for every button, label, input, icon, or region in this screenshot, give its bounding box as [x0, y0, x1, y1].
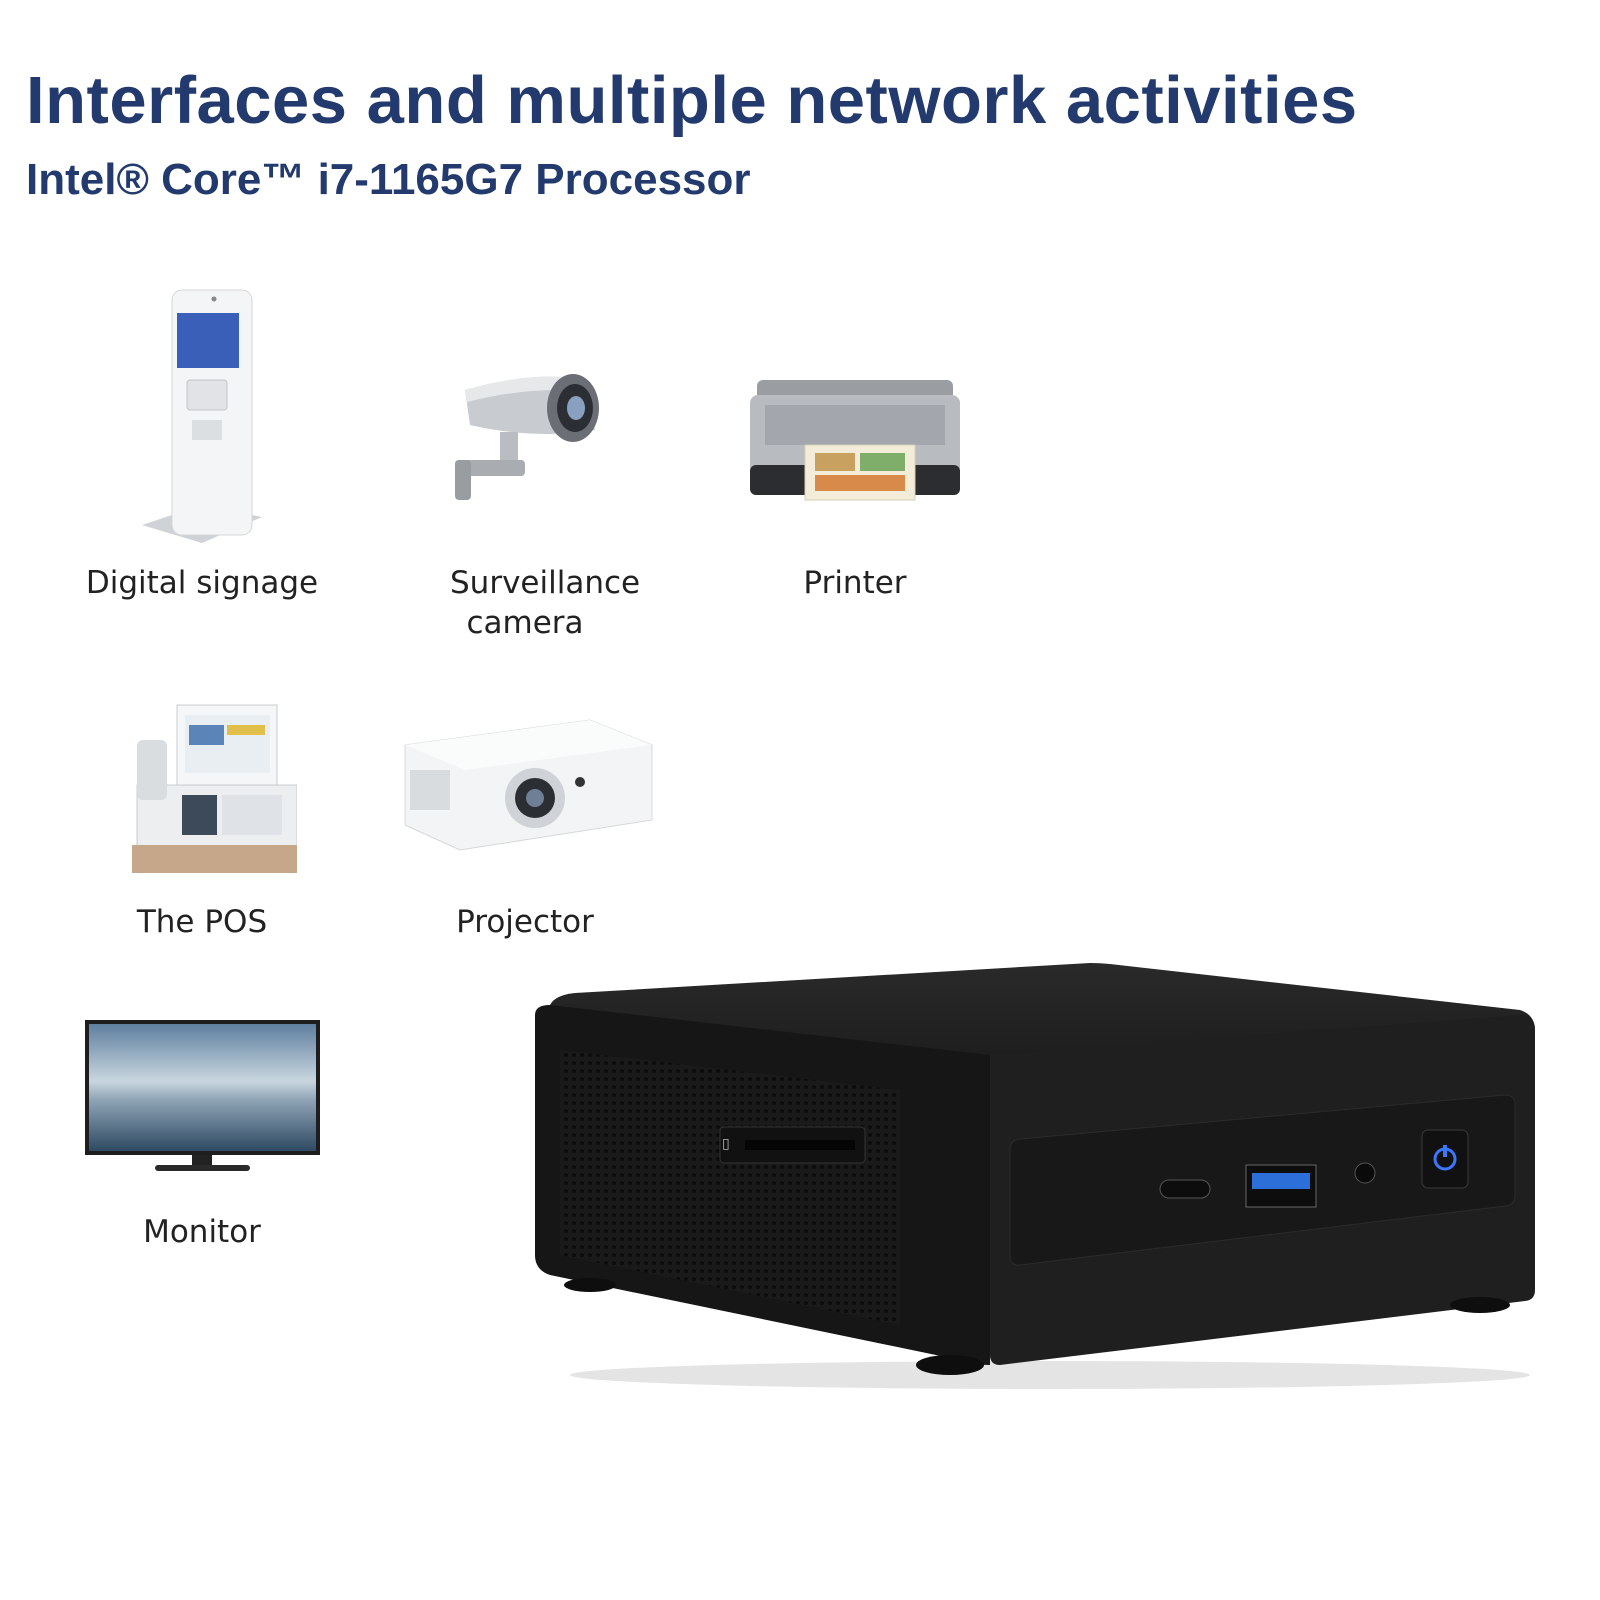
camera-icon	[455, 374, 599, 500]
page-subtitle: Intel® Core™ i7-1165G7 Processor	[26, 155, 751, 204]
svg-text:▯: ▯	[722, 1136, 730, 1152]
device-projector: Projector	[375, 710, 675, 950]
pos-icon	[132, 704, 297, 873]
mini-pc-image: ▯	[530, 955, 1550, 1400]
device-label: Projector	[456, 904, 594, 940]
printer-icon	[750, 380, 960, 501]
device-monitor: Monitor	[52, 1015, 352, 1265]
device-label: Surveillance camera	[450, 565, 641, 641]
monitor-icon	[84, 1020, 320, 1171]
device-label: Printer	[803, 565, 907, 601]
device-pos: The POS	[52, 700, 352, 950]
device-label: The POS	[136, 904, 268, 940]
device-printer: Printer	[705, 375, 1005, 615]
device-digital-signage: Digital signage	[52, 285, 352, 605]
page-title: Interfaces and multiple network activiti…	[26, 63, 1358, 138]
projector-icon	[404, 719, 653, 851]
device-label: Digital signage	[85, 565, 319, 601]
device-surveillance-camera: Surveillance camera	[375, 360, 675, 650]
device-label: Monitor	[143, 1214, 261, 1250]
kiosk-icon	[142, 289, 262, 543]
